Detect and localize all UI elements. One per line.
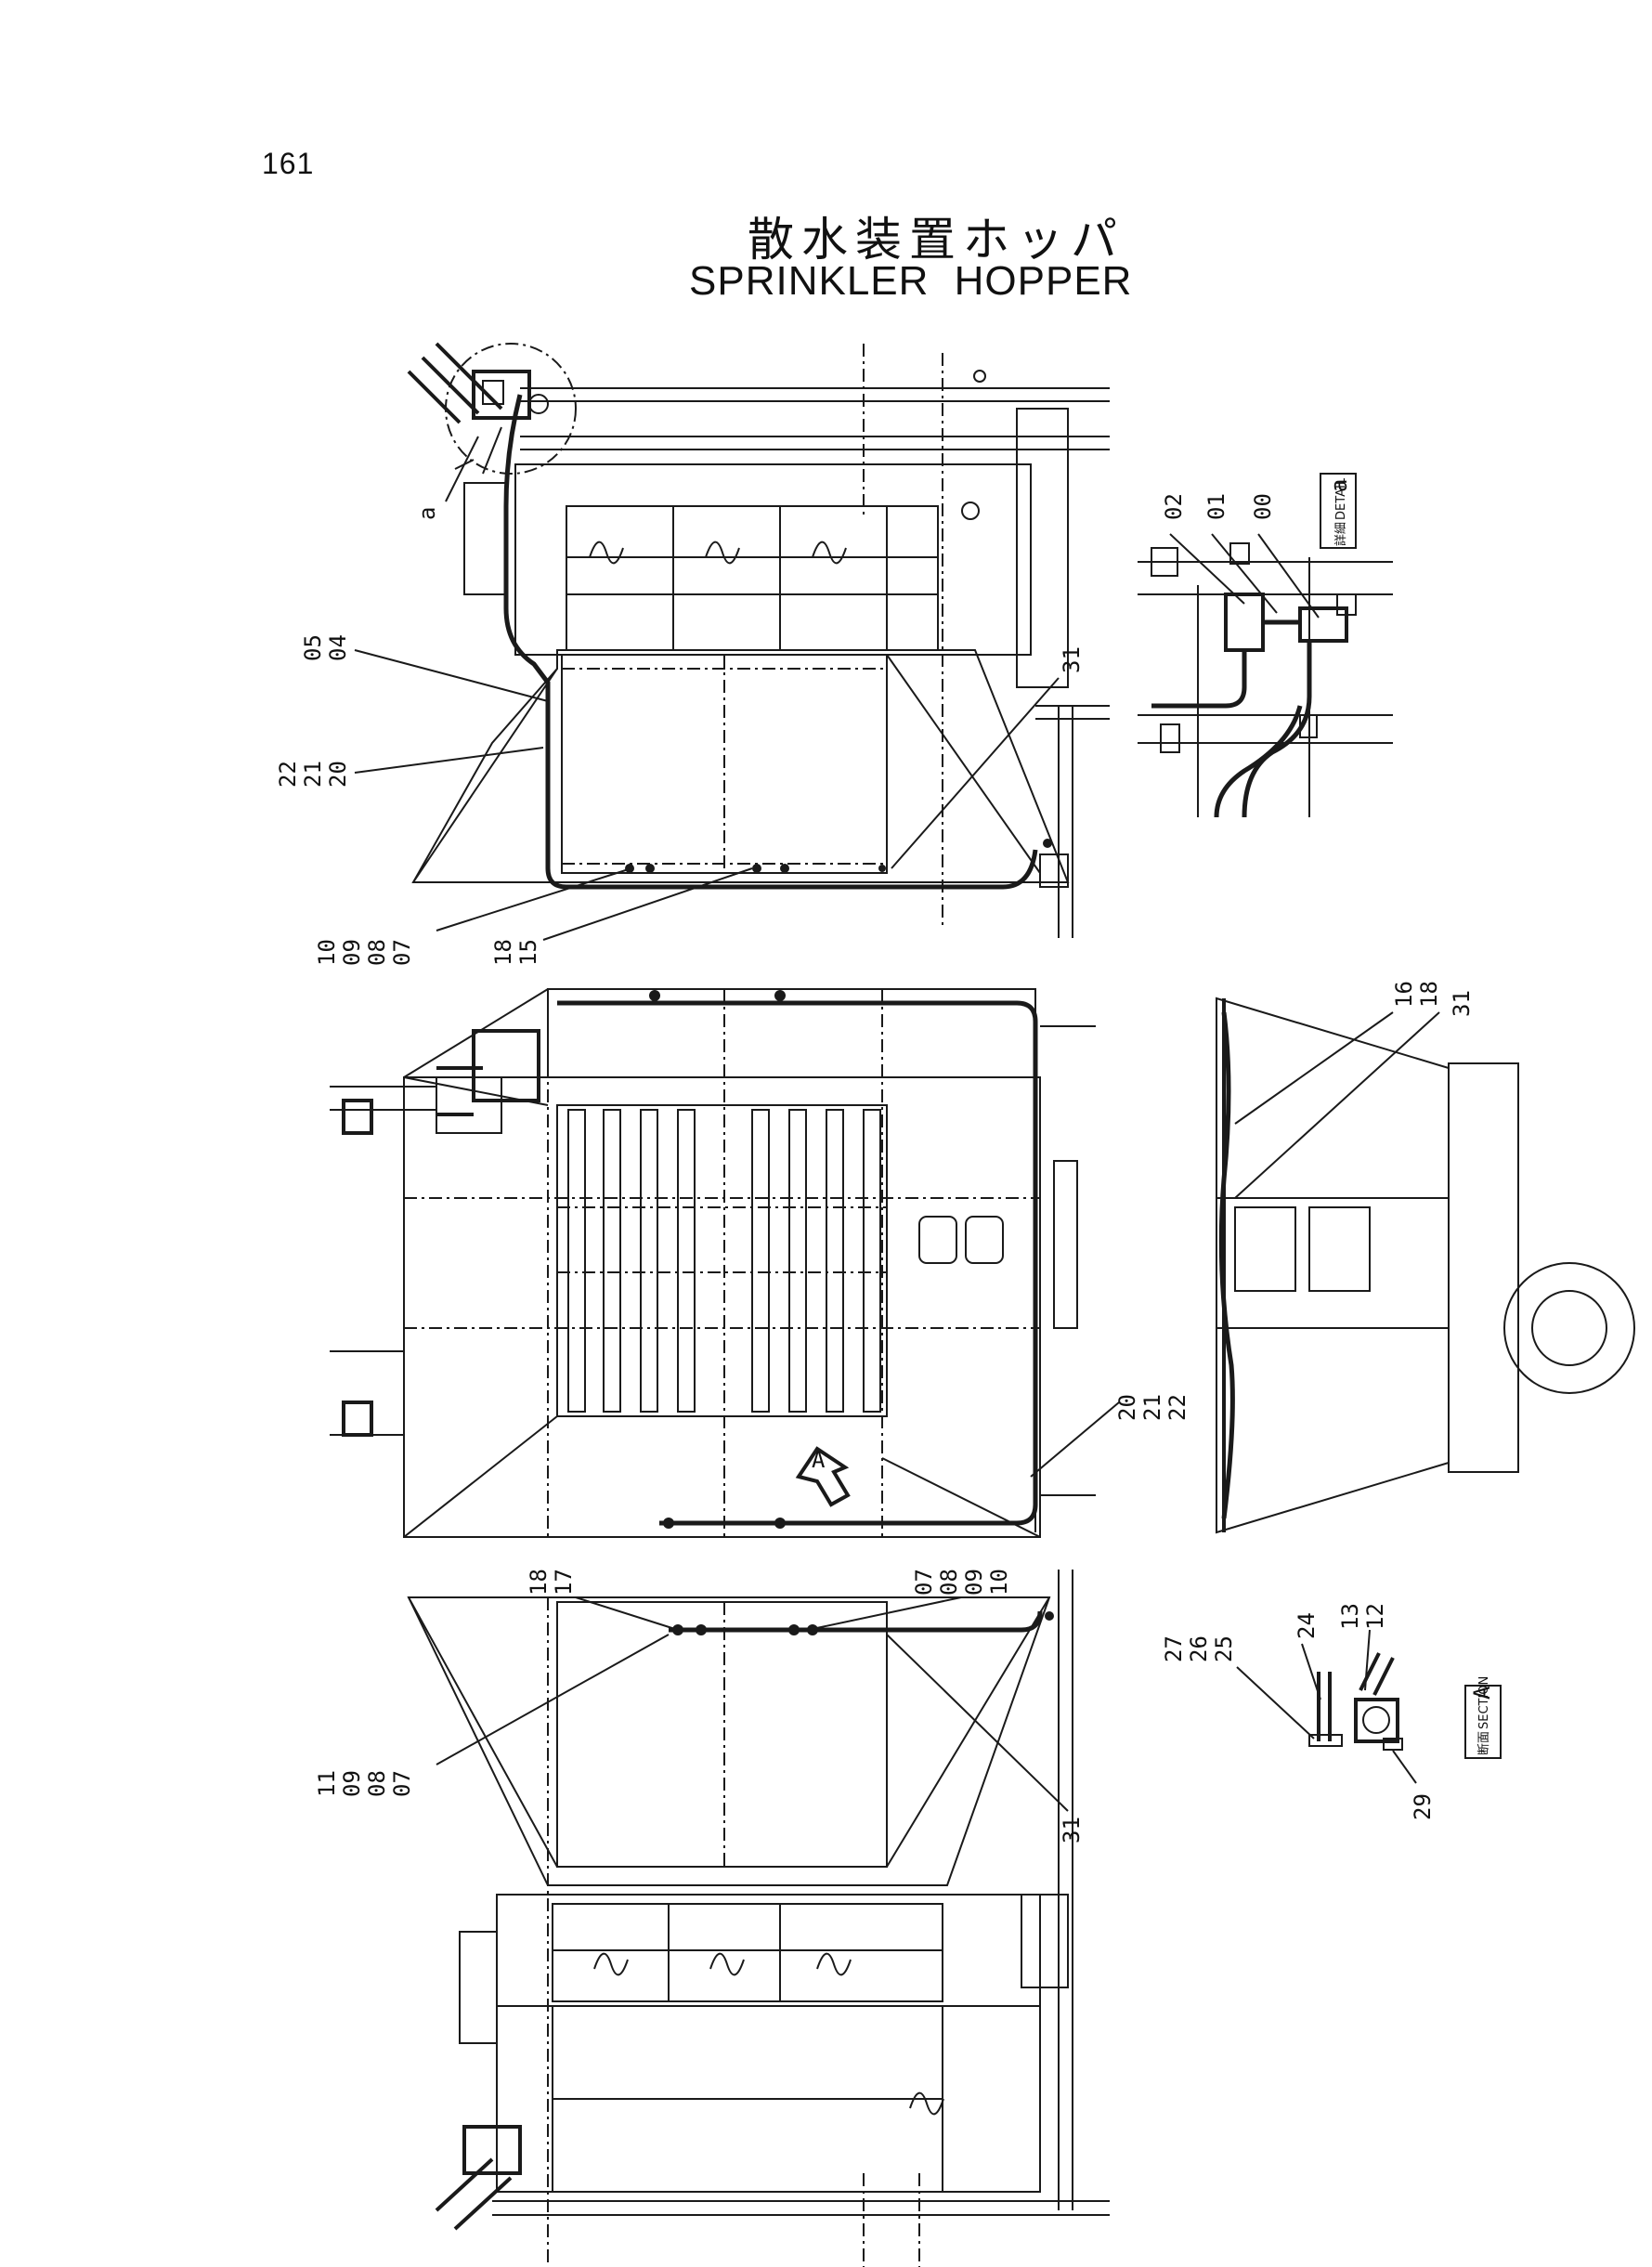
callout-27: 27 [1161, 1635, 1187, 1662]
callout-08-left: 08 [364, 1770, 390, 1797]
callout-31: 31 [1059, 646, 1085, 673]
title-english: SPRINKLER HOPPER [689, 258, 1133, 304]
callout-01: 01 [1203, 493, 1229, 520]
callout-22: 22 [275, 761, 301, 788]
callout-04: 04 [325, 634, 351, 661]
detail-view: 詳細 DETAIL a 02 01 00 [1138, 473, 1393, 818]
callout-22-mid: 22 [1164, 1394, 1190, 1421]
callout-08-bottom: 08 [936, 1569, 962, 1596]
callout-17: 17 [551, 1569, 577, 1596]
middle-view: A 20 21 22 [330, 988, 1190, 1538]
side-view: 16 18 31 [1216, 981, 1635, 1534]
detail-tag-letter: a [1326, 479, 1352, 492]
callout-10-bottom: 10 [986, 1569, 1012, 1596]
callout-07: 07 [389, 939, 415, 966]
callout-31-side: 31 [1449, 990, 1475, 1017]
top-view [354, 342, 1110, 941]
callout-08: 08 [364, 939, 390, 966]
detail-tag-en: DETAIL [1334, 477, 1348, 520]
callout-11: 11 [314, 1770, 340, 1797]
title-japanese: 散水装置ホッパ [748, 213, 1125, 267]
callout-00: 00 [1250, 493, 1276, 520]
callout-21-mid: 21 [1139, 1394, 1165, 1421]
section-tag-letter: A [1469, 1686, 1495, 1700]
callout-18-side: 18 [1416, 981, 1442, 1008]
callout-09: 09 [339, 939, 365, 966]
section-view: 断面 SECTION A 24 13 12 27 26 25 29 [1161, 1603, 1502, 1820]
bottom-view: 18 17 07 08 09 10 11 09 08 07 31 [314, 1569, 1110, 2267]
callout-26: 26 [1186, 1635, 1212, 1662]
callout-13: 13 [1337, 1603, 1363, 1630]
callout-07-left: 07 [389, 1770, 415, 1797]
callout-25: 25 [1211, 1635, 1237, 1662]
callout-29: 29 [1410, 1793, 1436, 1820]
callouts-top: 05 04 22 21 20 10 09 08 07 18 15 31 a [275, 507, 1085, 966]
callout-05: 05 [300, 634, 326, 661]
callout-09-left: 09 [339, 1770, 365, 1797]
callout-31-bottom: 31 [1059, 1817, 1085, 1844]
callout-10: 10 [314, 939, 340, 966]
callout-20: 20 [325, 761, 351, 788]
callout-12: 12 [1362, 1603, 1388, 1630]
callout-21: 21 [300, 761, 326, 788]
section-tag-jp: 断面 [1477, 1731, 1491, 1755]
detail-tag-jp: 詳細 [1333, 522, 1348, 546]
callout-18: 18 [490, 939, 516, 966]
section-tag-en: SECTION [1477, 1676, 1491, 1729]
callout-15: 15 [515, 939, 541, 966]
callout-09-bottom: 09 [961, 1569, 987, 1596]
callout-20-mid: 20 [1114, 1394, 1140, 1421]
callout-24: 24 [1294, 1612, 1320, 1639]
arrow-a-label: A [812, 1447, 826, 1473]
callout-07-bottom: 07 [911, 1569, 937, 1596]
callout-18-bottom: 18 [526, 1569, 552, 1596]
detail-circle-label: a [414, 507, 440, 520]
page-number: 161 [262, 147, 315, 180]
callout-16: 16 [1391, 981, 1417, 1008]
callout-02: 02 [1161, 493, 1187, 520]
